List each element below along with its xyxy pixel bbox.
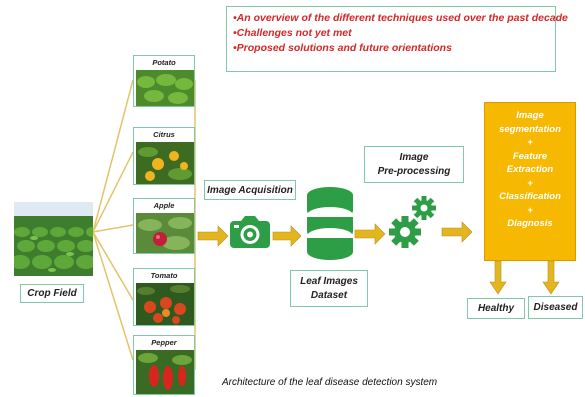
arrow-to-database — [272, 225, 302, 247]
bullet-challenges: •Challenges not yet met — [233, 27, 352, 39]
connector-potato — [92, 79, 134, 233]
bullet-solutions: •Proposed solutions and future orientati… — [233, 42, 452, 54]
preprocessing-line-2: Pre-processing — [377, 165, 451, 177]
image-acquisition-text: Image Acquisition — [207, 184, 293, 196]
connector-citrus — [92, 151, 134, 233]
crop-pepper-label: Pepper — [151, 338, 177, 347]
healthy-text: Healthy — [477, 303, 515, 314]
database-icon — [307, 187, 353, 260]
gears-icon — [389, 196, 436, 248]
connector-pepper — [92, 231, 134, 361]
crop-field-image — [10, 202, 98, 276]
bullet-overview: •An overview of the different techniques… — [233, 12, 568, 24]
pipeline-line-diagnosis: Diagnosis — [507, 218, 553, 229]
citrus-picture — [136, 142, 194, 184]
pipeline-line-feature: Feature — [512, 150, 548, 162]
crop-potato: Potato — [133, 55, 195, 107]
crop-apple: Apple — [133, 198, 195, 254]
crop-potato-label: Potato — [152, 58, 176, 67]
crop-field-label: Crop Field — [20, 284, 84, 303]
crop-pepper: Pepper — [133, 335, 195, 395]
pipeline-line-classification: Classification — [499, 191, 561, 202]
healthy-label: Healthy — [467, 298, 525, 319]
pipeline-line-segmentation: segmentation — [499, 123, 561, 135]
pepper-picture — [136, 350, 194, 394]
preprocessing-line-1: Image — [399, 151, 429, 163]
pipeline-plus-1: + — [527, 137, 533, 148]
dataset-line-1: Leaf Images — [300, 275, 358, 287]
camera-icon — [230, 216, 270, 248]
pipeline-line-extraction: Extraction — [506, 164, 554, 175]
crop-tomato-label: Tomato — [150, 271, 178, 280]
dataset-line-2: Dataset — [310, 289, 348, 301]
crop-citrus-label: Citrus — [153, 130, 175, 139]
summary-bullets-box: •An overview of the different techniques… — [226, 6, 568, 72]
arrow-to-healthy — [489, 260, 507, 295]
processing-pipeline-box: Image segmentation + Feature Extraction … — [484, 102, 576, 261]
crop-tomato: Tomato — [133, 268, 195, 326]
tomato-picture — [136, 283, 194, 325]
diseased-text: Diseased — [533, 302, 578, 313]
crop-field-picture — [10, 202, 98, 276]
arrow-to-gears — [354, 223, 386, 245]
figure-caption: Architecture of the leaf disease detecti… — [222, 377, 438, 388]
image-acquisition-label: Image Acquisition — [204, 180, 296, 200]
connector-apple — [92, 224, 134, 233]
arrow-to-camera — [197, 225, 229, 247]
image-preprocessing-label: Image Pre-processing — [364, 146, 464, 183]
pipeline-plus-2: + — [527, 177, 533, 189]
crop-citrus: Citrus — [133, 127, 195, 185]
connector-tomato — [92, 231, 134, 301]
apple-picture — [136, 213, 194, 253]
potato-picture — [136, 70, 194, 106]
arrow-to-diseased — [542, 260, 560, 295]
crop-apple-label: Apple — [153, 201, 175, 210]
pipeline-plus-3: + — [527, 204, 533, 216]
arrow-to-pipeline — [441, 221, 473, 243]
crop-field-text: Crop Field — [27, 288, 77, 299]
leaf-images-dataset-label: Leaf Images Dataset — [290, 270, 368, 307]
diseased-label: Diseased — [528, 296, 583, 319]
pipeline-line-image: Image — [516, 110, 544, 121]
